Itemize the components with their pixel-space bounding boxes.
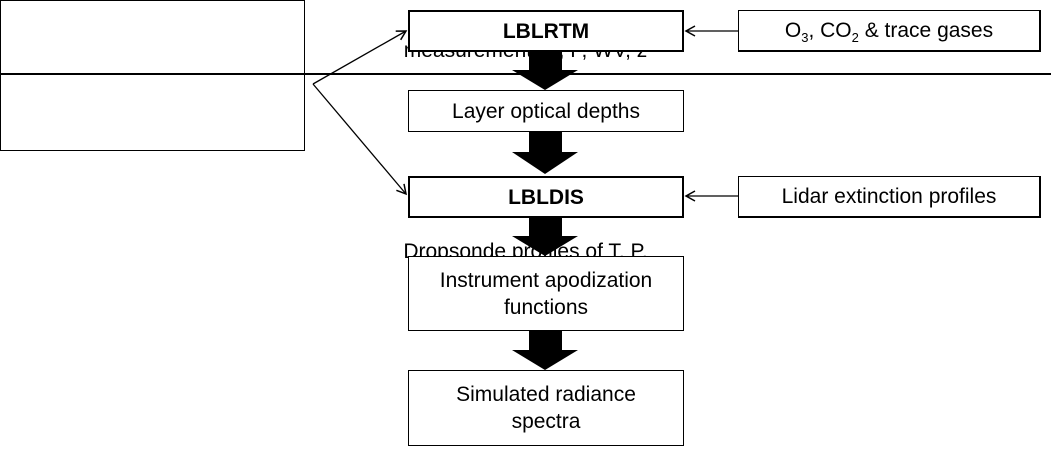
left-inputs-box: Aircraft onboard measurements T, P, WV, … [0, 0, 1051, 290]
arrow-left-to-lbldis [312, 83, 407, 196]
instrument-apodization-label: Instrument apodization functions [439, 268, 653, 319]
block-arrow-apodization-to-radiance [512, 331, 578, 370]
trace-gases-box: O3, CO2 & trace gases [738, 10, 1041, 52]
block-arrow-lbldis-to-apodization [512, 218, 578, 256]
lblrtm-box: LBLRTM [408, 10, 684, 52]
block-arrow-lblrtm-to-optical [512, 52, 578, 90]
layer-optical-depths-label: Layer optical depths [452, 99, 640, 123]
arrow-left-to-lblrtm [312, 30, 408, 85]
lbldis-label: LBLDIS [508, 185, 584, 209]
simulated-radiance-label: Simulated radiance spectra [456, 383, 636, 433]
lblrtm-label: LBLRTM [502, 19, 590, 43]
instrument-apodization-box: Instrument apodization functions [408, 256, 684, 331]
block-arrow-optical-to-lbldis [512, 132, 578, 174]
simulated-radiance-box: Simulated radiance spectra [408, 370, 684, 446]
lidar-extinction-label: Lidar extinction profiles [781, 185, 997, 208]
layer-optical-depths-box: Layer optical depths [408, 90, 684, 132]
lbldis-box: LBLDIS [408, 176, 684, 218]
trace-gases-label: O3, CO2 & trace gases [784, 19, 994, 46]
lidar-extinction-box: Lidar extinction profiles [738, 176, 1041, 218]
